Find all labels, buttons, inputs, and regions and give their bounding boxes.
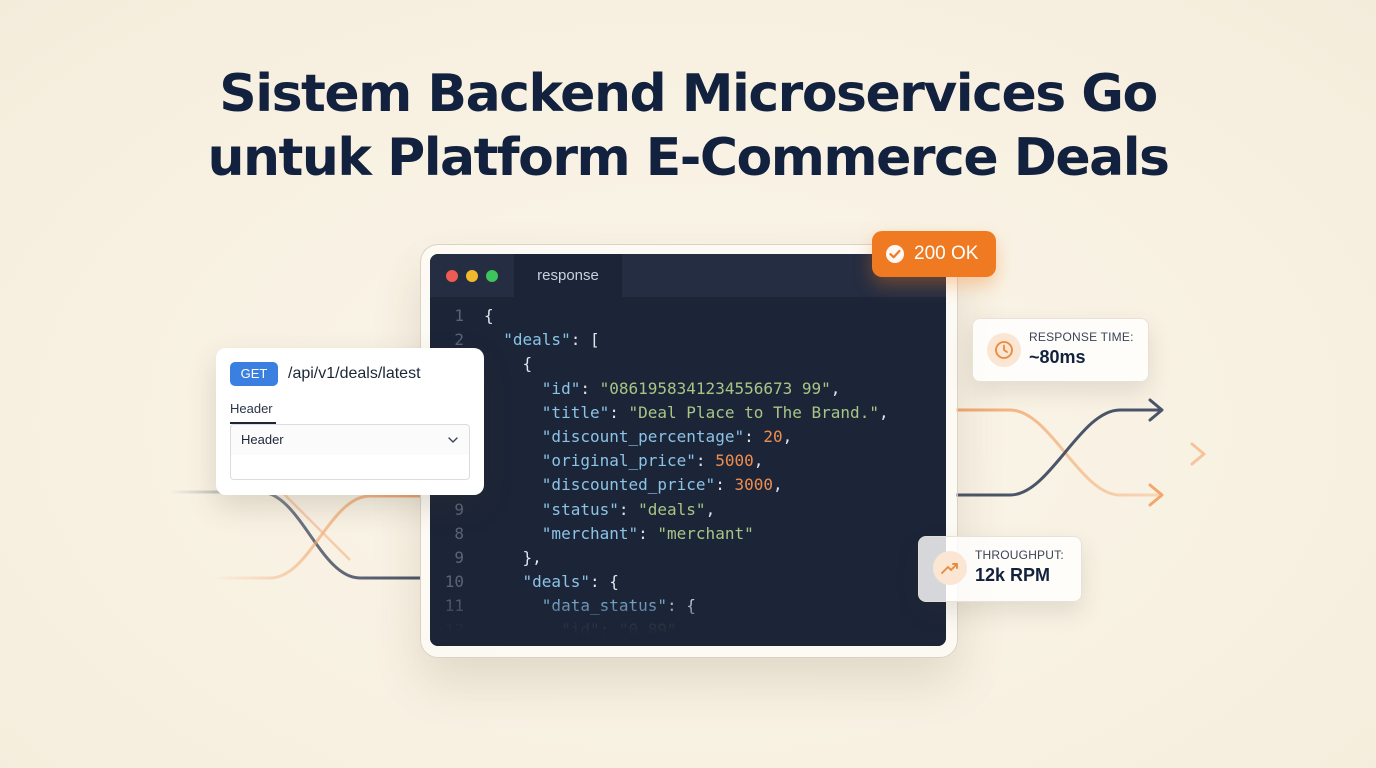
code-token: "merchant": [541, 523, 639, 543]
status-badge-label: 200 OK: [914, 243, 979, 264]
tab-response[interactable]: response: [514, 254, 622, 297]
header-select[interactable]: Header: [230, 424, 470, 456]
arrow-head-middle: [1190, 442, 1206, 466]
code-token: "status": [541, 499, 619, 519]
code-token: 3000: [734, 475, 773, 495]
code-token: [484, 330, 503, 349]
code-token: "Deal Place to The Brand.": [628, 402, 879, 422]
code-token: :: [618, 499, 639, 519]
code-token: "title": [541, 402, 610, 422]
code-token: : [: [570, 330, 600, 350]
code-token: 20: [763, 426, 783, 446]
page-title-line-2: untuk Platform E-Commerce Deals: [207, 128, 1170, 188]
page-title: Sistem Backend Microservices Go untuk Pl…: [0, 62, 1376, 190]
chevron-down-icon: [448, 437, 458, 443]
code-line: 9 "status": "deals",: [430, 498, 946, 522]
editor-title-bar: response: [430, 254, 946, 297]
code-token: :: [715, 475, 735, 495]
line-number: 10: [444, 572, 464, 592]
line-number: 9: [454, 499, 464, 519]
close-window-button[interactable]: [446, 270, 458, 282]
response-time-label: RESPONSE TIME:: [1029, 330, 1134, 344]
maximize-window-button[interactable]: [486, 270, 498, 282]
code-token: [484, 403, 542, 422]
code-token: ,: [772, 475, 783, 495]
code-token: ,: [878, 402, 889, 422]
code-line: 2 "deals": [: [430, 328, 946, 352]
code-token: ,: [782, 426, 793, 446]
code-token: },: [484, 547, 542, 567]
code-token: :: [695, 451, 716, 471]
status-badge: 200 OK: [872, 231, 996, 277]
request-card: GET /api/v1/deals/latest Header Header: [216, 348, 484, 495]
page-title-line-1: Sistem Backend Microservices Go: [219, 64, 1158, 124]
arrow-head-top: [1148, 398, 1164, 422]
line-number: 2: [454, 330, 464, 350]
code-line: 9 },: [430, 546, 946, 570]
endpoint-path[interactable]: /api/v1/deals/latest: [288, 365, 421, 382]
code-token: ,: [830, 378, 841, 398]
code-fade-overlay: [430, 594, 946, 646]
code-token: ,: [753, 451, 764, 471]
code-line: 10 "deals": {: [430, 570, 946, 594]
code-token: "deals": [638, 499, 706, 519]
code-view: 1{2 "deals": [3 {4 "id": "08619583412345…: [430, 304, 946, 634]
code-token: [484, 572, 523, 591]
code-line: 8 "merchant": "merchant": [430, 522, 946, 546]
tab-header[interactable]: Header: [230, 401, 273, 416]
code-token: :: [638, 523, 658, 543]
line-number: 1: [454, 306, 464, 325]
throughput-card: THROUGHPUT: 12k RPM: [918, 536, 1082, 602]
code-token: "merchant": [657, 523, 754, 543]
code-line: 1{: [430, 304, 946, 328]
code-token: {: [484, 354, 533, 374]
code-token: ,: [705, 499, 716, 519]
code-token: : {: [589, 572, 619, 592]
code-token: "deals": [503, 330, 571, 350]
response-time-card: RESPONSE TIME: ~80ms: [972, 318, 1149, 382]
throughput-label: THROUGHPUT:: [975, 548, 1064, 562]
trending-up-icon: [933, 551, 967, 585]
minimize-window-button[interactable]: [466, 270, 478, 282]
code-token: {: [484, 306, 494, 325]
code-token: "id": [541, 378, 581, 398]
code-line: 5 "title": "Deal Place to The Brand.",: [430, 401, 946, 425]
code-line: 7 "original_price": 5000,: [430, 449, 946, 473]
code-token: :: [580, 378, 600, 398]
header-value-input[interactable]: [230, 455, 470, 480]
code-token: [484, 427, 542, 446]
arrow-head-bottom: [1148, 483, 1164, 507]
response-time-value: ~80ms: [1029, 347, 1086, 367]
code-line: 4 "id": "0861958341234556673 99",: [430, 377, 946, 401]
code-token: "0861958341234556673 99": [599, 378, 831, 398]
code-token: [484, 451, 542, 470]
code-token: [484, 500, 542, 519]
clock-icon: [987, 333, 1021, 367]
code-token: "deals": [522, 572, 590, 592]
code-token: "original_price": [541, 451, 696, 471]
code-token: "discount_percentage": [541, 426, 745, 446]
line-number: 8: [454, 523, 464, 543]
code-line: 8 "discounted_price": 3000,: [430, 473, 946, 497]
code-line: 3 {: [430, 352, 946, 376]
code-token: [484, 475, 542, 494]
tab-active-indicator: [230, 422, 276, 424]
code-token: :: [609, 402, 629, 422]
code-line: 6 "discount_percentage": 20,: [430, 425, 946, 449]
code-token: :: [744, 426, 764, 446]
code-token: [484, 379, 542, 398]
http-method-button[interactable]: GET: [230, 362, 278, 386]
throughput-value: 12k RPM: [975, 565, 1051, 585]
code-token: "discounted_price": [541, 475, 716, 495]
check-circle-icon: [886, 245, 904, 263]
line-number: 9: [454, 547, 464, 567]
response-editor: response 1{2 "deals": [3 {4 "id": "08619…: [430, 254, 946, 646]
code-token: [484, 524, 542, 543]
code-token: 5000: [715, 451, 754, 471]
header-select-value: Header: [241, 432, 284, 447]
